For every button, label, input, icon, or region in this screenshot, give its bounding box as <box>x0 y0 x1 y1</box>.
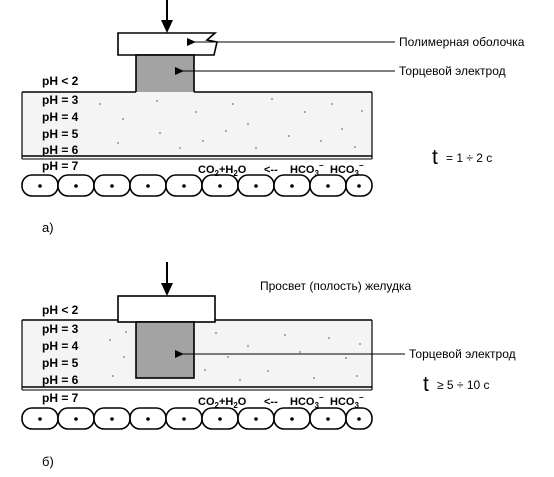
ph-layer-a-5: pH = 5 <box>42 127 79 141</box>
time-symbol-a: t <box>432 146 438 169</box>
ph-layer-b-3: pH = 3 <box>42 322 79 336</box>
svg-text:HCO3−: HCO3− <box>290 393 324 410</box>
end-electrode-a <box>135 54 195 95</box>
label-electrode-a: Торцевой электрод <box>399 64 506 78</box>
svg-text:<--: <-- <box>264 396 278 408</box>
polymer-sheath-b <box>117 295 216 323</box>
svg-text:CO2+H2O: CO2+H2O <box>198 164 247 178</box>
ph-layer-a-4: pH = 4 <box>42 110 79 124</box>
ph-layer-a-6: pH = 6 <box>42 143 79 157</box>
time-symbol-b: t <box>423 373 429 396</box>
panel-a: pH < 2 pH = 3 pH = 4 pH = 5 pH = 6 pH = … <box>21 0 525 235</box>
pressure-arrowhead-b <box>161 283 173 296</box>
ph-layer-b-4: pH = 4 <box>42 339 79 353</box>
time-value-a: = 1 ÷ 2 с <box>446 151 492 165</box>
end-electrode-b <box>135 321 195 379</box>
caption-b: б) <box>42 454 54 469</box>
label-sheath-a: Полимерная оболочка <box>399 35 525 49</box>
panel-b: pH < 2 pH = 3 pH = 4 pH = 5 pH = 6 pH = … <box>21 262 516 469</box>
ph-layer-b-6: pH = 6 <box>42 373 79 387</box>
pressure-arrowhead-a <box>161 20 173 33</box>
formula-b: CO2+H2O <-- HCO3− HCO3− <box>198 393 364 410</box>
mucus-layer-b <box>21 319 373 391</box>
ph-layer-b-5: pH = 5 <box>42 356 79 370</box>
label-electrode-b: Торцевой электрод <box>409 347 516 361</box>
ph-layer-a-3: pH = 3 <box>42 93 79 107</box>
svg-text:HCO3−: HCO3− <box>330 393 364 410</box>
svg-text:CO2+H2O: CO2+H2O <box>198 396 247 410</box>
caption-a: а) <box>42 220 54 235</box>
ph-top-b: pH < 2 <box>42 303 79 317</box>
label-lumen-b: Просвет (полость) желудка <box>260 279 412 293</box>
svg-text:<--: <-- <box>264 164 278 176</box>
mucus-layer-a <box>21 91 373 160</box>
ph-top-a: pH < 2 <box>42 74 79 88</box>
ph-bottom-a: pH = 7 <box>42 159 79 173</box>
time-value-b: ≥ 5 ÷ 10 с <box>437 378 490 392</box>
svg-text:HCO3−: HCO3− <box>330 161 364 178</box>
polymer-sheath-a <box>117 32 218 56</box>
svg-text:HCO3−: HCO3− <box>290 161 324 178</box>
ph-bottom-b: pH = 7 <box>42 391 79 405</box>
